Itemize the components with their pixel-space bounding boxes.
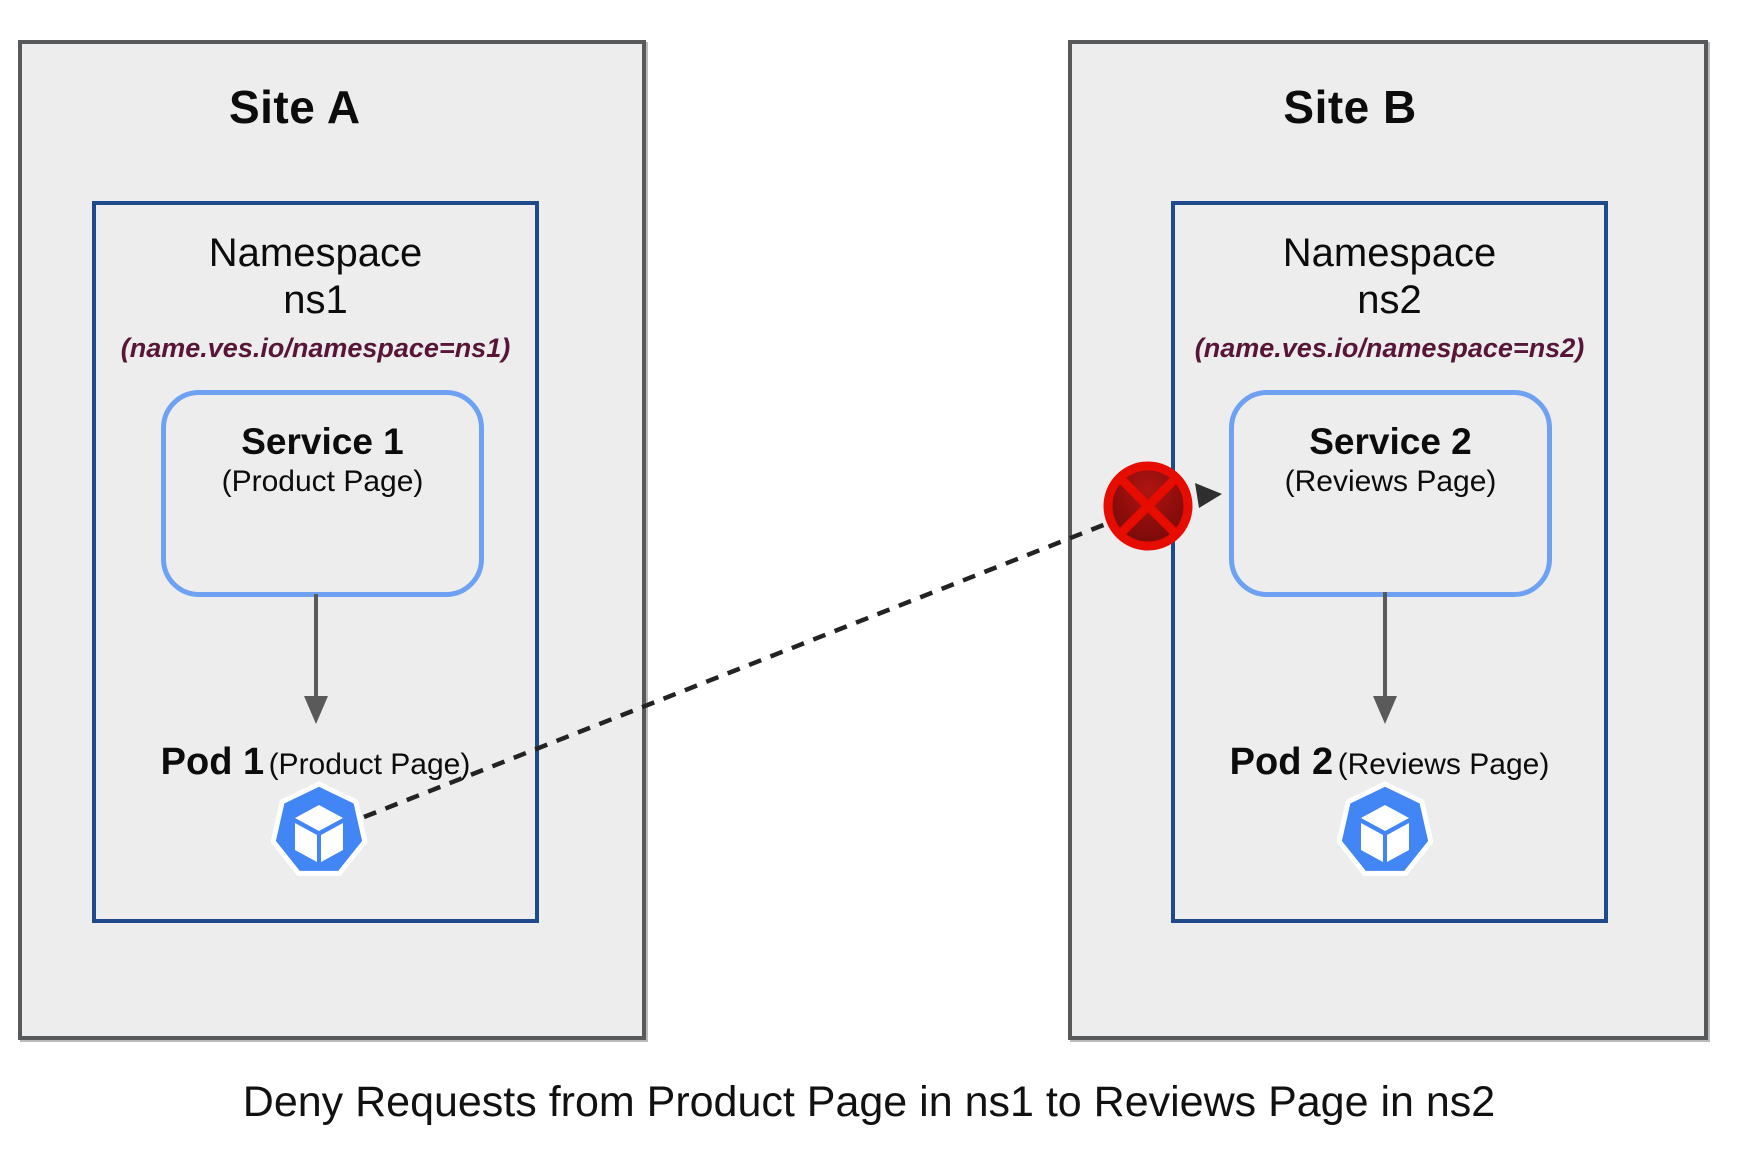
service-2-name: Service 2 — [1309, 421, 1472, 462]
namespace-ns1-box: Namespace ns1 (name.ves.io/namespace=ns1… — [92, 201, 539, 923]
service-1-box: Service 1 (Product Page) — [161, 390, 484, 597]
namespace-ns1-label: Namespace — [208, 231, 423, 275]
service-1-name: Service 1 — [241, 421, 404, 462]
namespace-ns2-box: Namespace ns2 (name.ves.io/namespace=ns2… — [1171, 201, 1608, 923]
service-1-detail: (Product Page) — [221, 465, 424, 498]
service-2-box: Service 2 (Reviews Page) — [1229, 390, 1552, 597]
pod-2-detail-text: (Reviews Page) — [1337, 748, 1550, 781]
namespace-ns1-selector: (name.ves.io/namespace=ns1) — [120, 333, 511, 363]
namespace-ns2-label: Namespace — [1282, 231, 1497, 275]
pod-1-detail-text: (Product Page) — [268, 748, 471, 781]
pod-2-name: Pod 2 — [1229, 741, 1334, 783]
site-b-box: Site B Namespace ns2 (name.ves.io/namesp… — [1068, 40, 1708, 1040]
pod-2-detail: (Reviews Page) — [1338, 748, 1550, 781]
pod-1-label: Pod 1 (Product Page) — [96, 741, 535, 784]
service-2-detail: (Reviews Page) — [1284, 465, 1497, 498]
diagram-caption: Deny Requests from Product Page in ns1 t… — [242, 1078, 1496, 1126]
pod-2-label: Pod 2 (Reviews Page) — [1175, 741, 1604, 784]
site-b-title: Site B — [1283, 81, 1417, 133]
pod-1-name: Pod 1 — [160, 741, 265, 783]
site-a-title: Site A — [228, 81, 361, 133]
namespace-ns2-name: ns2 — [1357, 278, 1422, 322]
namespace-ns1-name: ns1 — [283, 278, 348, 322]
namespace-ns2-selector: (name.ves.io/namespace=ns2) — [1194, 333, 1585, 363]
site-a-box: Site A Namespace ns1 (name.ves.io/namesp… — [18, 40, 646, 1040]
pod-1-detail: (Product Page) — [269, 748, 471, 781]
